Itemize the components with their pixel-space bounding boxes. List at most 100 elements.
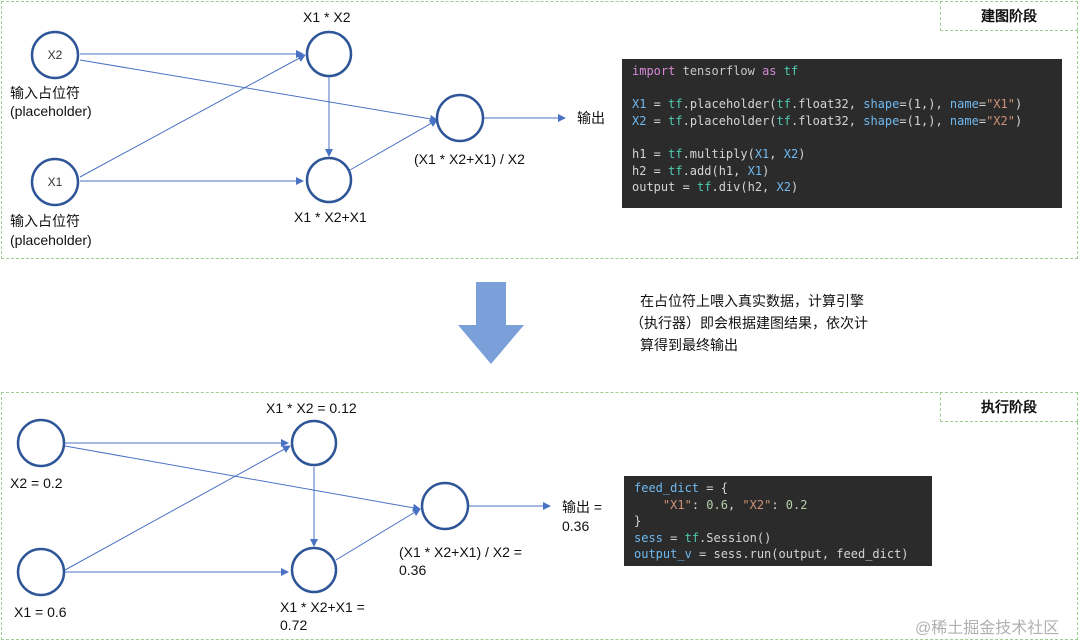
node-x1-text: X1 (47, 175, 63, 189)
exec-code-token (634, 498, 663, 512)
build-code-token (777, 64, 784, 78)
build-code-token: .multiply( (682, 146, 755, 161)
build-code-token: , (769, 146, 784, 161)
build-code-token: X1 (747, 163, 763, 178)
node-x2 (30, 30, 80, 80)
exec-code-token: "X1" (662, 497, 692, 512)
edge-exec-h2-out (335, 508, 421, 561)
build-code-token: name (949, 113, 979, 128)
node-exec-x2 (16, 418, 66, 468)
build-code-token: .div(h2, (711, 180, 777, 195)
exec-code-token: output_v (634, 547, 692, 562)
exec-code-token: tf (684, 530, 700, 545)
build-code-token: tf (668, 146, 683, 161)
watermark: @稀土掘金技术社区 (915, 620, 1060, 637)
build-code-token: X2 (632, 113, 647, 128)
node-exec-h1 (290, 419, 338, 467)
exec-code-token: } (634, 514, 642, 529)
build-code-token: =(1,), (899, 97, 950, 112)
edge-x1-h1 (79, 54, 306, 178)
build-code-block: import tensorflow as tf X1 = tf.placehol… (622, 59, 1062, 208)
exec-code-token: = (662, 530, 685, 545)
build-code-token: .placeholder( (682, 113, 777, 128)
build-code-token: .placeholder( (682, 97, 777, 112)
input-x1-label-1: 输入占位符 (10, 213, 80, 229)
h2-label: X1 * X2+X1 (294, 209, 367, 225)
exec-code-token: = { (699, 481, 728, 495)
build-code-token: ) (798, 146, 806, 161)
edge-exec-x1-h1 (64, 445, 291, 571)
build-code-token: tf (776, 113, 791, 128)
build-code-token: tensorflow (682, 64, 755, 78)
input-x2-label-2: (placeholder) (10, 103, 92, 119)
build-code-token: = (978, 97, 987, 112)
exec-code-token: sess (634, 530, 663, 545)
build-code-token: = (646, 97, 669, 112)
exec-panel (1, 392, 1078, 640)
exec-out-label-1: (X1 * X2+X1) / X2 = (399, 544, 522, 560)
build-code-token: tf (697, 180, 712, 195)
build-code-token: import (632, 64, 676, 78)
build-stage-tag: 建图阶段 (940, 1, 1078, 31)
exec-stage-tag: 执行阶段 (940, 392, 1078, 422)
build-code-token: "X2" (986, 113, 1015, 128)
edge-h2-out (349, 119, 438, 171)
build-code-token: = (646, 113, 669, 128)
build-code-token: output = (632, 180, 698, 195)
build-code-token: ) (762, 163, 770, 178)
note-line-3: 算得到最终输出 (640, 337, 738, 353)
build-code-token: tf (776, 97, 791, 112)
node-x1 (30, 157, 80, 207)
build-code-line: h2 = tf.add(h1, X1) (632, 163, 1052, 180)
build-code-token: shape (863, 113, 900, 128)
note-line-2: （执行器）即会根据建图结果，依次计 (630, 315, 868, 331)
input-x1-label-2: (placeholder) (10, 232, 92, 248)
build-code-token: tf (668, 97, 683, 112)
exec-code-token: feed_dict (634, 481, 700, 495)
build-code-line: h1 = tf.multiply(X1, X2) (632, 146, 1052, 163)
build-code-token: ) (1014, 97, 1023, 112)
exec-code-line: "X1": 0.6, "X2": 0.2 (634, 497, 922, 514)
build-code-token: =(1,), (899, 113, 950, 128)
build-code-token: .float32, (790, 113, 864, 128)
node-exec-h2 (290, 546, 338, 594)
h1-label: X1 * X2 (303, 9, 351, 25)
node-h1 (305, 30, 353, 78)
out-label: (X1 * X2+X1) / X2 (414, 151, 525, 167)
build-code-token: X2 (783, 146, 799, 161)
build-code-token: as (762, 64, 777, 78)
build-code-token: h2 = (632, 163, 669, 178)
build-code-token (675, 64, 682, 78)
build-code-line: X2 = tf.placeholder(tf.float32, shape=(1… (632, 113, 1052, 130)
exec-code-token: .Session() (699, 530, 772, 545)
build-code-token: ) (790, 180, 799, 195)
exec-h2-label-2: 0.72 (280, 617, 308, 633)
build-code-line: import tensorflow as tf (632, 63, 1052, 80)
build-code-token: tf (668, 113, 683, 128)
exec-code-token: , (727, 497, 743, 512)
exec-x1-label: X1 = 0.6 (14, 604, 67, 620)
build-code-token: X2 (776, 180, 791, 195)
input-x2-label-1: 输入占位符 (10, 85, 80, 101)
build-code-token: "X1" (986, 97, 1015, 112)
build-code-token: name (949, 97, 979, 112)
node-exec-out (420, 481, 470, 531)
exec-code-token: 0.6 (706, 497, 728, 512)
build-code-token (755, 64, 762, 78)
build-code-line (632, 80, 1052, 97)
build-code-token: = (978, 113, 987, 128)
build-code-line: X1 = tf.placeholder(tf.float32, shape=(1… (632, 96, 1052, 113)
exec-code-token: "X2" (742, 497, 772, 512)
exec-code-token: 0.2 (785, 497, 808, 512)
node-h2 (305, 156, 353, 204)
exec-x2-label: X2 = 0.2 (10, 475, 63, 491)
exec-code-token: = sess.run(output, feed_dict) (691, 547, 909, 562)
node-out (435, 93, 485, 143)
exec-code-block: feed_dict = { "X1": 0.6, "X2": 0.2}sess … (624, 476, 932, 566)
exec-code-token: : (771, 497, 786, 512)
exec-output-label-2: 0.36 (562, 518, 590, 534)
build-code-line: output = tf.div(h2, X2) (632, 179, 1052, 196)
execution-note: 在占位符上喂入真实数据，计算引擎 （执行器）即会根据建图结果，依次计 算得到最终… (630, 290, 868, 356)
